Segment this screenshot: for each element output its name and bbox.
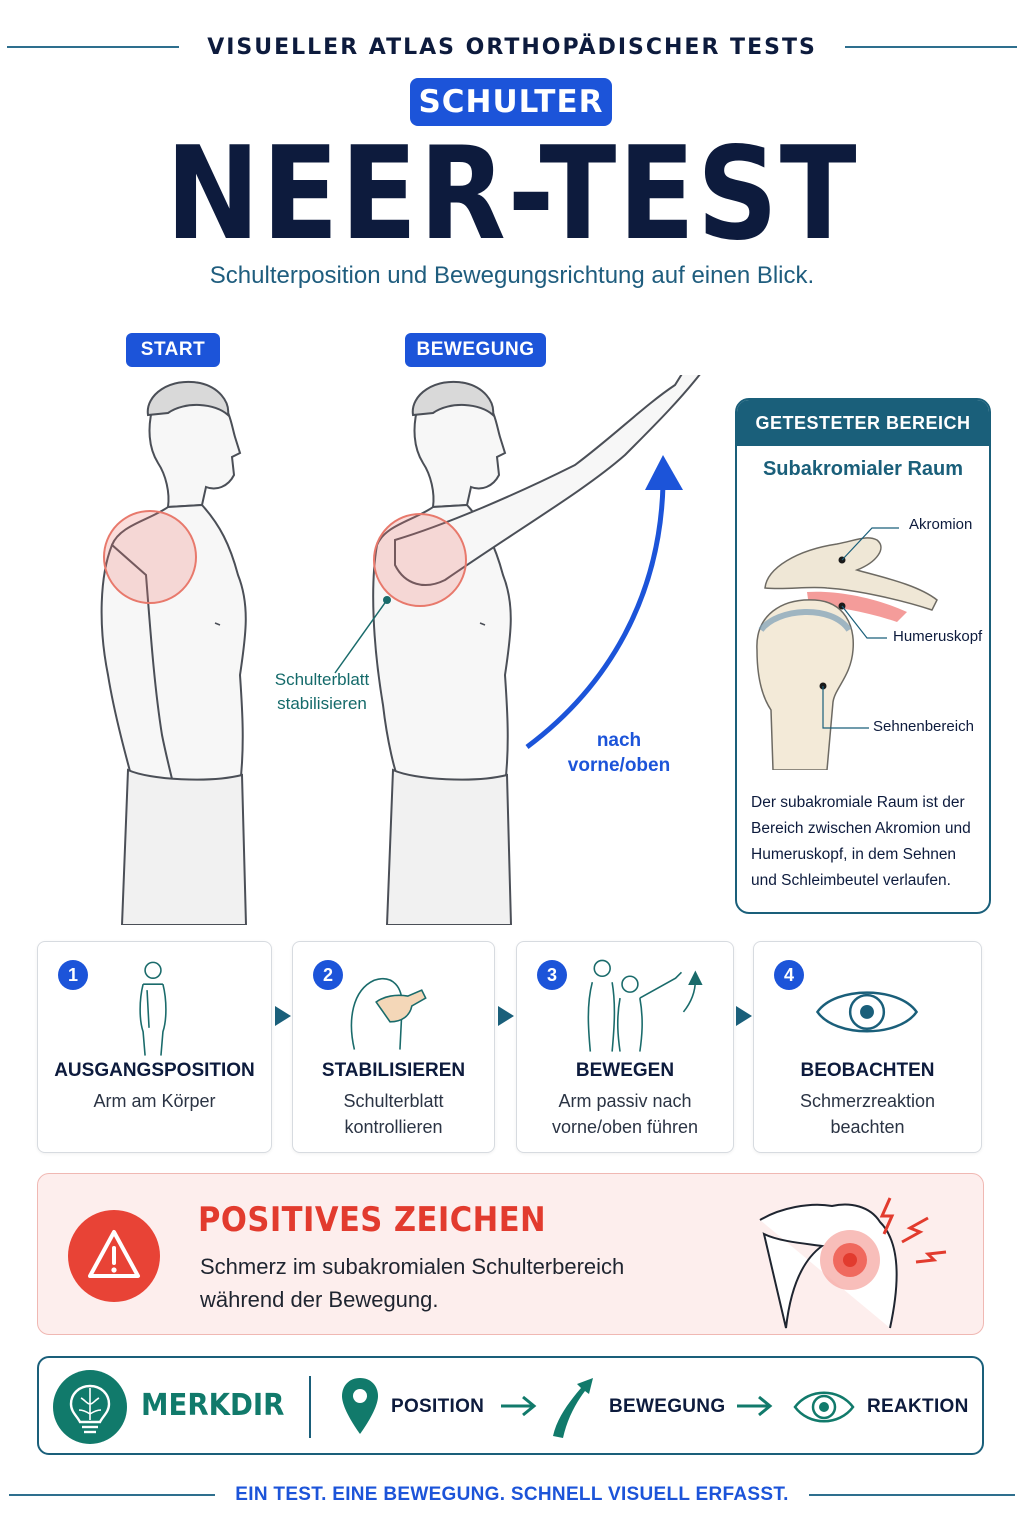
- arrow-right-icon-2: [737, 1395, 773, 1417]
- step-arrow-icon-3: [736, 1006, 752, 1026]
- positive-sign-line2: während der Bewegung.: [200, 1287, 439, 1312]
- supertitle-row: VISUELLER ATLAS ORTHOPÄDISCHER TESTS: [0, 30, 1024, 64]
- supertitle: VISUELLER ATLAS ORTHOPÄDISCHER TESTS: [207, 34, 817, 60]
- step-desc-4: Schmerzreaktion beachten: [764, 1088, 971, 1140]
- person-start-illustration: [100, 380, 248, 925]
- location-pin-icon: [342, 1378, 378, 1434]
- step-desc-2: Schulterblatt kontrollieren: [303, 1088, 484, 1140]
- scapula-pointer-line: [334, 599, 388, 674]
- painful-shoulder-icon: [759, 1197, 947, 1329]
- tested-area-name: Subakromialer Raum: [762, 458, 964, 480]
- merkdir-title: MERKDIR: [141, 1388, 285, 1423]
- step-card-2: 2 STABILISIEREN Schulterblatt kontrollie…: [292, 941, 495, 1153]
- scapula-note-line1: Schulterblatt: [274, 670, 370, 689]
- arrow-right-icon: [501, 1395, 537, 1417]
- acromion-bone: [764, 537, 938, 611]
- step-desc-3-line1: Arm passiv nach: [558, 1091, 692, 1111]
- positive-sign-line1: Schmerz im subakromialen Schulterbereich: [200, 1254, 625, 1279]
- merkdir-position: POSITION: [391, 1396, 485, 1417]
- merkdir-movement: BEWEGUNG: [609, 1396, 726, 1417]
- step-desc-3-line2: vorne/oben führen: [551, 1117, 699, 1137]
- tested-area-description: Der subakromiale Raum ist der Bereich zw…: [751, 794, 971, 889]
- step-desc-1-line1: Arm am Körper: [93, 1091, 216, 1111]
- step-card-1: 1 AUSGANGSPOSITION Arm am Körper: [37, 941, 272, 1153]
- merkdir-separator: [309, 1376, 311, 1438]
- scapula-note-line2: stabilisieren: [277, 694, 367, 713]
- step-number-2: 2: [313, 960, 343, 990]
- merkdir-reaction: REAKTION: [867, 1396, 969, 1417]
- step-arrow-icon-2: [498, 1006, 514, 1026]
- step-desc-4-line1: Schmerzreaktion: [799, 1091, 936, 1111]
- person-movement-illustration: [372, 375, 701, 925]
- label-tendon-area: Sehnenbereich: [873, 718, 974, 735]
- page-subtitle: Schulterposition und Bewegungsrichtung a…: [209, 262, 815, 289]
- step-title-4: BEOBACHTEN: [800, 1060, 935, 1081]
- label-humeral-head: Humeruskopf: [893, 628, 983, 645]
- movement-badge: BEWEGUNG: [405, 333, 546, 367]
- warning-triangle-icon: [88, 1230, 140, 1278]
- shoulder-highlight-movement: [373, 513, 467, 607]
- step-card-3: 3 BEWEGEN Arm passiv nach vorne/oben füh…: [516, 941, 734, 1153]
- step-number-4: 4: [774, 960, 804, 990]
- page-title: NEER-TEST: [165, 120, 859, 269]
- step-desc-2-line2: kontrollieren: [344, 1117, 443, 1137]
- step-title-3: BEWEGEN: [575, 1060, 675, 1081]
- eye-icon: [815, 991, 919, 1033]
- reaction-eye-icon: [793, 1391, 855, 1423]
- tested-area-panel: GETESTETER BEREICH Subakromialer Raum Ak…: [735, 398, 991, 914]
- label-acromion: Akromion: [909, 516, 973, 533]
- step-card-4: 4 BEOBACHTEN Schmerzreaktion beachten: [753, 941, 982, 1153]
- step-title-1: AUSGANGSPOSITION: [54, 1060, 255, 1081]
- shoulder-anatomy-diagram: [756, 527, 938, 770]
- positive-sign-title: POSITIVES ZEICHEN: [198, 1200, 547, 1240]
- divider-left: [7, 46, 180, 48]
- brain-badge: [53, 1370, 127, 1444]
- step-title-2: STABILISIEREN: [321, 1060, 466, 1081]
- footer-divider-right: [808, 1494, 1015, 1496]
- acromion-pointer-line: [841, 527, 899, 561]
- merkdir-box: MERKDIR POSITION BEWEGUNG REAKTION: [37, 1356, 984, 1455]
- direction-line1: nach: [596, 730, 642, 751]
- tested-area-header: GETESTETER BEREICH: [737, 400, 989, 446]
- footer-divider-left: [9, 1494, 216, 1496]
- movement-arrow: [525, 484, 666, 750]
- step-desc-1: Arm am Körper: [48, 1088, 261, 1114]
- step-desc-3: Arm passiv nach vorne/oben führen: [527, 1088, 723, 1140]
- brain-bulb-icon: [69, 1384, 111, 1434]
- standing-figure-icon: [139, 961, 167, 1056]
- positive-sign-text: Schmerz im subakromialen Schulterbereich…: [200, 1250, 670, 1316]
- upward-curve-arrow-icon: [553, 1378, 593, 1438]
- cartilage-line: [758, 609, 852, 633]
- region-badge: SCHULTER: [410, 78, 612, 126]
- positive-sign-box: POSITIVES ZEICHEN Schmerz im subakromial…: [37, 1173, 984, 1335]
- step-desc-4-line2: beachten: [830, 1117, 905, 1137]
- footer-tagline: EIN TEST. EINE BEWEGUNG. SCHNELL VISUELL…: [235, 1484, 789, 1505]
- footer: EIN TEST. EINE BEWEGUNG. SCHNELL VISUELL…: [0, 1480, 1024, 1510]
- step-desc-2-line1: Schulterblatt: [343, 1091, 444, 1111]
- direction-line2: vorne/oben: [567, 755, 671, 776]
- humeral-pointer-line: [841, 605, 887, 639]
- scapula-note: Schulterblatt stabilisieren: [262, 668, 382, 716]
- passive-movement-icon: [587, 959, 703, 1052]
- step-arrow-icon-1: [275, 1006, 291, 1026]
- humeral-head-bone: [756, 599, 854, 770]
- movement-arrow-head: [645, 455, 683, 490]
- start-badge: START: [126, 333, 220, 367]
- direction-note: nach vorne/oben: [560, 728, 678, 778]
- divider-right: [844, 46, 1017, 48]
- tendon-pointer-line: [822, 686, 869, 729]
- step-number-3: 3: [537, 960, 567, 990]
- stabilize-hand-icon: [350, 978, 427, 1050]
- step-number-1: 1: [58, 960, 88, 990]
- neer-test-figure: [100, 375, 701, 925]
- shoulder-highlight-start: [103, 510, 197, 604]
- subacromial-zone: [807, 591, 907, 622]
- warning-circle: [68, 1210, 160, 1302]
